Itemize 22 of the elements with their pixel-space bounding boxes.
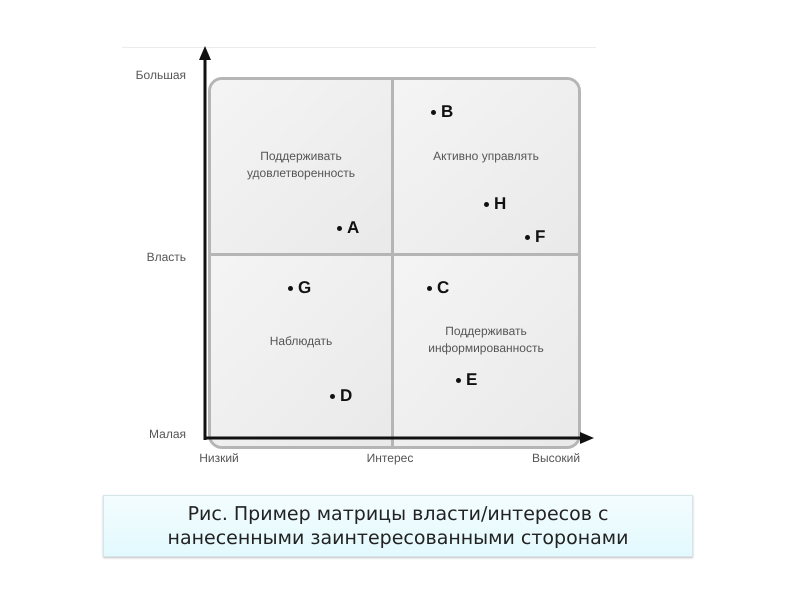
quadrant-label: Поддерживать информированность bbox=[427, 323, 545, 357]
point-letter: D bbox=[340, 386, 352, 406]
point-letter: E bbox=[466, 370, 478, 390]
quadrant-label: Поддерживать удовлетворенность bbox=[246, 148, 356, 182]
quadrant bbox=[394, 80, 578, 256]
quadrant bbox=[211, 256, 394, 446]
point-letter: F bbox=[535, 227, 546, 247]
point-letter: B bbox=[441, 102, 454, 122]
axis-label: Низкий bbox=[199, 450, 239, 467]
quadrant-label: Наблюдать bbox=[268, 333, 334, 350]
quadrant-label: Активно управлять bbox=[432, 148, 540, 165]
axis-label: Интерес bbox=[366, 450, 414, 467]
point-letter: G bbox=[298, 278, 312, 298]
axis-label: Власть bbox=[146, 249, 186, 266]
axis-label: Высокий bbox=[532, 450, 580, 467]
axis-label: Большая bbox=[136, 67, 186, 84]
point-letter: A bbox=[347, 218, 360, 238]
point-letter: H bbox=[494, 194, 506, 214]
quadrant bbox=[211, 80, 394, 256]
caption: Рис. Пример матрицы власти/интересов с нанесенными заинтересованными сторонами bbox=[166, 502, 630, 550]
axis-label: Малая bbox=[149, 426, 186, 443]
point-letter: C bbox=[437, 278, 450, 298]
